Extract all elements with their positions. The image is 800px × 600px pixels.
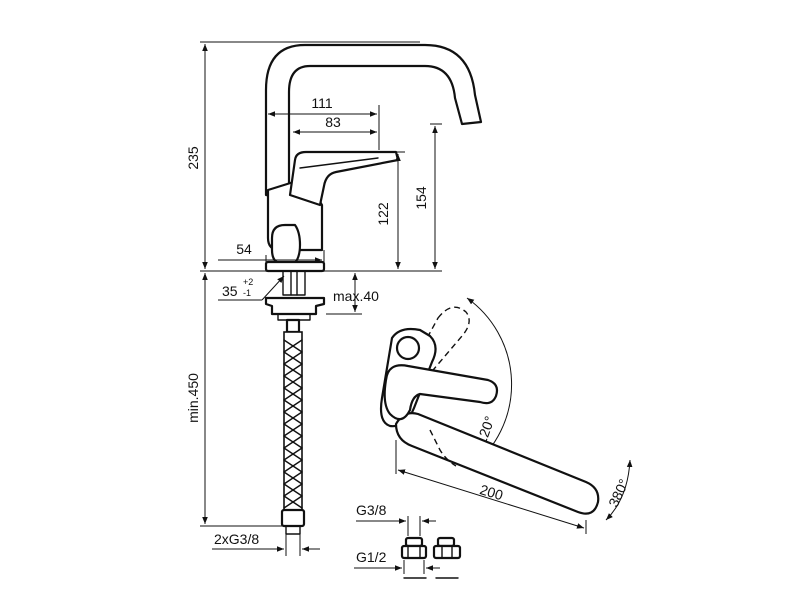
hose-fitting [280, 508, 306, 528]
spout [264, 43, 483, 200]
dim-83: 83 [325, 114, 341, 130]
dim-g12: G1/2 [356, 549, 387, 565]
front-cap [270, 223, 302, 266]
dim-35-tol-plus: +2 [243, 277, 253, 287]
dim-g38: G3/8 [356, 502, 387, 518]
braided-hose [283, 331, 303, 511]
faucet-side-view [264, 43, 483, 535]
dim-122: 122 [375, 202, 391, 226]
faucet-top-view: 120° 200 380° [379, 297, 633, 534]
dim-154: 154 [413, 186, 429, 210]
dim-111: 111 [311, 95, 332, 111]
mounting-plate [264, 296, 326, 316]
dim-max40: max.40 [333, 288, 379, 304]
mounting-stud [282, 270, 306, 296]
dim-35: 35 [222, 283, 238, 299]
dim-380-deg: 380° [605, 476, 632, 509]
side-view-dimensions: 235 111 83 122 154 54 35 +2 -1 max.40 [185, 41, 442, 556]
lever [288, 150, 400, 207]
dim-2xg38: 2xG3/8 [214, 531, 259, 547]
dim-54: 54 [236, 241, 252, 257]
faucet-base [264, 260, 326, 273]
thread-adapters: G3/8 G1/2 [354, 502, 462, 579]
lever-rotated-outline [413, 306, 470, 378]
dim-200: 200 [478, 481, 505, 503]
lever-top [383, 364, 499, 421]
dim-235: 235 [185, 146, 201, 170]
spout-pivot [395, 335, 421, 361]
dim-min450: min.450 [185, 373, 201, 423]
dim-35-tol-minus: -1 [243, 288, 251, 298]
